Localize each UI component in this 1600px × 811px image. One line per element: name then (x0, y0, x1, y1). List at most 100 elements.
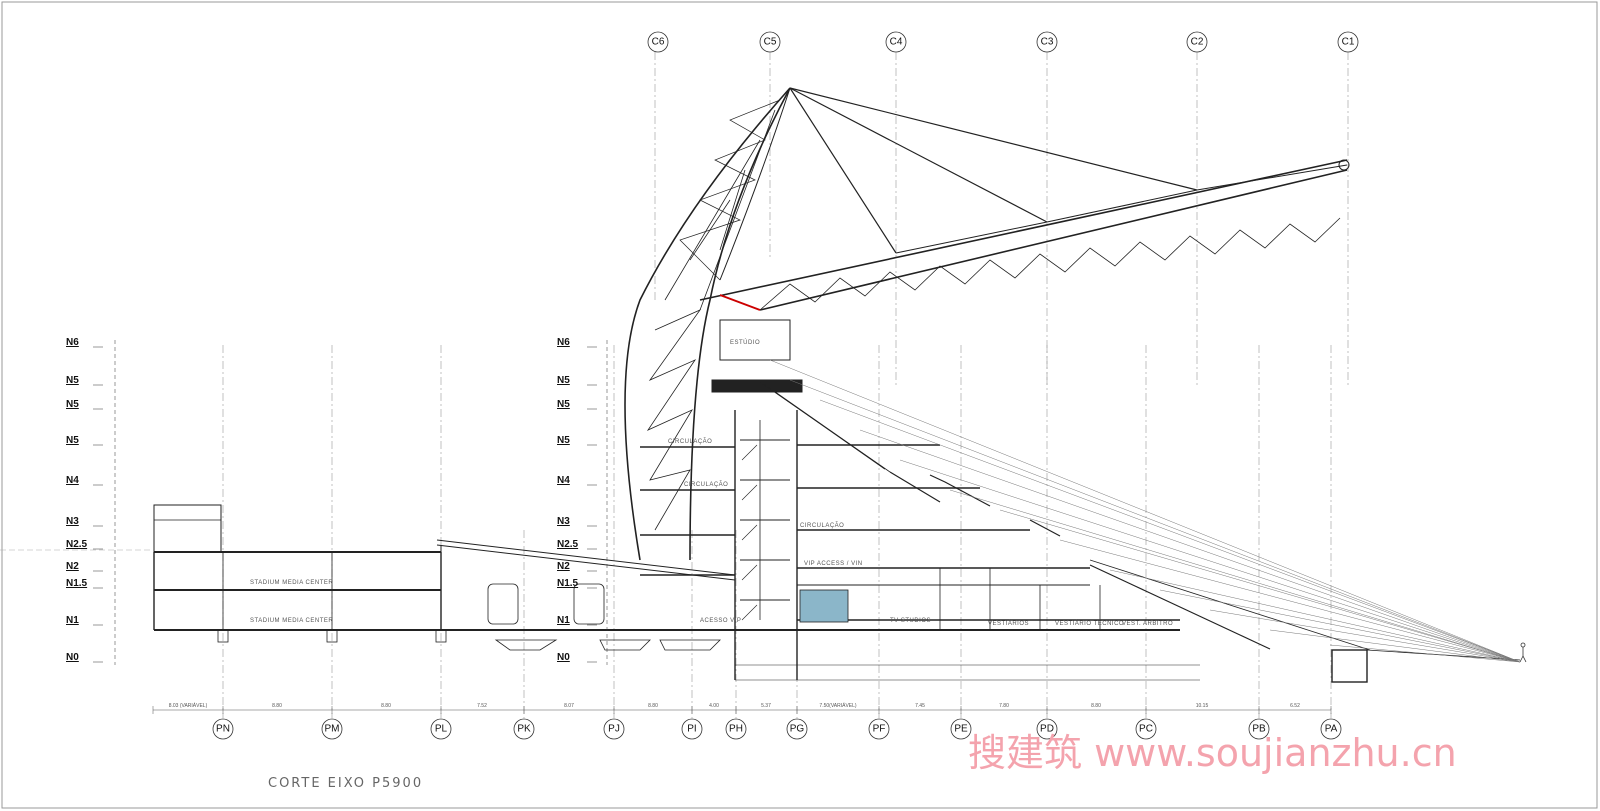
level-label: N0 (557, 652, 570, 663)
axis-bubble-pk: PK (513, 718, 535, 740)
level-label: N1 (66, 615, 79, 626)
axis-bubble-pg: PG (786, 718, 808, 740)
person-figure (1519, 642, 1527, 663)
level-label: N1.5 (66, 578, 88, 589)
svg-text:PJ: PJ (608, 724, 620, 735)
dim-3: 7.52 (477, 703, 487, 709)
dim-5: 8.80 (648, 703, 658, 709)
level-label: N4 (66, 475, 79, 486)
drawing-title: CORTE EIXO P5900 (268, 776, 424, 791)
svg-text:PG: PG (790, 724, 805, 735)
axis-bubble-c2: C2 (1186, 31, 1208, 53)
watermark-text: 搜建筑 www.soujianzhu.cn (968, 731, 1457, 775)
level-label: N5 (66, 435, 79, 446)
room-media-center-upper: STADIUM MEDIA CENTER (250, 580, 333, 586)
svg-text:C5: C5 (764, 37, 777, 48)
svg-text:C2: C2 (1191, 37, 1204, 48)
dim-6: 4.00 (709, 703, 719, 709)
bottom-axis-bubbles: PN PM PL PK PJ PI PH PG PF PE PD PC PB P… (212, 718, 1342, 740)
level-label: N5 (557, 375, 570, 386)
dim-0: 8.03 (VARIÁVEL) (169, 702, 208, 709)
svg-text:PK: PK (517, 724, 531, 735)
room-media-center-lower: STADIUM MEDIA CENTER (250, 618, 333, 624)
svg-text:PM: PM (325, 724, 340, 735)
level-label: N5 (66, 399, 79, 410)
room-circulacao-3: CIRCULAÇÃO (800, 522, 844, 529)
dim-1: 8.80 (272, 703, 282, 709)
level-label: N1 (557, 615, 570, 626)
level-label: N3 (557, 516, 570, 527)
level-label: N0 (66, 652, 79, 663)
level-label: N6 (557, 337, 570, 348)
svg-text:PD: PD (1040, 724, 1054, 735)
roof-mast (624, 87, 791, 561)
roof-truss (699, 87, 1350, 311)
axis-bubble-pe: PE (950, 718, 972, 740)
room-circulacao-1: CIRCULAÇÃO (668, 438, 712, 445)
level-label: N2.5 (66, 539, 88, 550)
dim-13: 6.52 (1290, 703, 1300, 709)
svg-text:C3: C3 (1041, 37, 1054, 48)
dim-7: 5.37 (761, 703, 771, 709)
room-estudio: ESTÚDIO (730, 339, 760, 346)
axis-bubble-pl: PL (430, 718, 452, 740)
axis-bubble-c1: C1 (1337, 31, 1359, 53)
main-building (640, 319, 1200, 681)
room-vestiario-arbitro: VEST. ARBITRO (1122, 621, 1173, 627)
room-circulacao-2: CIRCULAÇÃO (684, 481, 728, 488)
axis-bubble-pf: PF (868, 718, 890, 740)
axis-bubble-pi: PI (681, 718, 703, 740)
dimension-labels: 8.03 (VARIÁVEL) 8.80 8.80 7.52 8.07 8.80… (169, 702, 1300, 709)
level-markers (93, 340, 608, 665)
level-label: N5 (557, 399, 570, 410)
axis-bubble-pb: PB (1248, 718, 1270, 740)
level-label: N2.5 (557, 539, 579, 550)
dim-12: 10.15 (1196, 703, 1209, 709)
svg-text:C1: C1 (1342, 37, 1355, 48)
svg-text:PI: PI (687, 724, 696, 735)
axis-bubble-ph: PH (725, 718, 747, 740)
top-axis-bubbles: C6 C5 C4 C3 C2 C1 (647, 31, 1359, 53)
room-tv-studios: TV STUDIOS (890, 618, 931, 624)
svg-text:C6: C6 (652, 37, 665, 48)
room-vestiario-tecnico: VESTIÁRIO TÉCNICO (1055, 620, 1124, 627)
axis-bubble-pa: PA (1320, 718, 1342, 740)
svg-text:C4: C4 (890, 37, 903, 48)
dimension-line (152, 706, 1332, 714)
room-acesso-vip: ACESSO VIP (700, 618, 741, 624)
svg-text:PE: PE (954, 724, 968, 735)
axis-bubble-pm: PM (321, 718, 343, 740)
bottom-axis-lines (222, 345, 1332, 718)
svg-text:PA: PA (1325, 724, 1338, 735)
svg-text:PB: PB (1252, 724, 1266, 735)
level-label: N3 (66, 516, 79, 527)
svg-text:PN: PN (216, 724, 230, 735)
level-label: N6 (66, 337, 79, 348)
svg-text:PC: PC (1139, 724, 1153, 735)
seating-tiers (759, 381, 1521, 683)
dim-11: 8.80 (1091, 703, 1101, 709)
axis-bubble-pd: PD (1036, 718, 1058, 740)
svg-text:PH: PH (729, 724, 743, 735)
axis-bubble-pn: PN (212, 718, 234, 740)
access-ramp (436, 539, 1180, 631)
level-label: N2 (66, 561, 79, 572)
axis-bubble-c5: C5 (759, 31, 781, 53)
room-vip-access: VIP ACCESS / VIN (804, 561, 863, 567)
room-vestiarios: VESTIÁRIOS (988, 620, 1029, 627)
svg-text:PL: PL (435, 724, 448, 735)
axis-bubble-c6: C6 (647, 31, 669, 53)
level-label: N1.5 (557, 578, 579, 589)
axis-bubble-pj: PJ (603, 718, 625, 740)
axis-bubble-c4: C4 (885, 31, 907, 53)
dim-8: 7.50(VARIÁVEL) (819, 702, 856, 709)
dim-2: 8.80 (381, 703, 391, 709)
axis-bubble-c3: C3 (1036, 31, 1058, 53)
dim-10: 7.80 (999, 703, 1009, 709)
svg-text:PF: PF (873, 724, 886, 735)
level-label: N4 (557, 475, 570, 486)
level-label: N5 (66, 375, 79, 386)
